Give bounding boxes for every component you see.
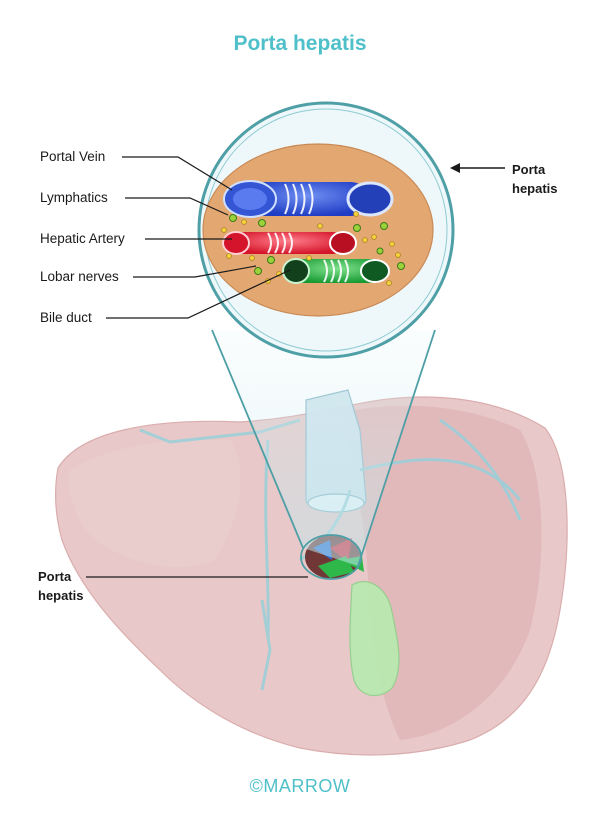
label-portal-vein: Portal Vein bbox=[40, 149, 106, 164]
callout-right-line2: hepatis bbox=[512, 181, 558, 196]
lymphatics bbox=[229, 214, 405, 275]
leader-lines bbox=[86, 156, 308, 578]
cross-section bbox=[202, 143, 434, 317]
callout-right-line1: Porta bbox=[512, 162, 546, 177]
gallbladder bbox=[349, 581, 400, 697]
callout-left-line2: hepatis bbox=[38, 588, 84, 603]
callout-arrow bbox=[450, 163, 505, 173]
portal-vein-section bbox=[223, 180, 394, 218]
magnifier-cone bbox=[212, 330, 435, 566]
hilum-ring bbox=[300, 534, 362, 580]
bile-duct-section bbox=[282, 258, 390, 284]
label-bile-duct: Bile duct bbox=[40, 310, 92, 325]
label-lymphatics: Lymphatics bbox=[40, 190, 108, 205]
callout-left: Porta hepatis bbox=[38, 567, 84, 605]
hepatic-artery-section bbox=[222, 231, 357, 255]
callout-left-line1: Porta bbox=[38, 569, 72, 584]
footer-brand: ©MARROW bbox=[249, 776, 351, 796]
callout-right: Porta hepatis bbox=[512, 160, 558, 198]
liver bbox=[55, 396, 568, 756]
label-hepatic-artery: Hepatic Artery bbox=[40, 231, 125, 246]
page-title: Porta hepatis bbox=[233, 32, 367, 55]
label-lobar-nerves: Lobar nerves bbox=[40, 269, 119, 284]
